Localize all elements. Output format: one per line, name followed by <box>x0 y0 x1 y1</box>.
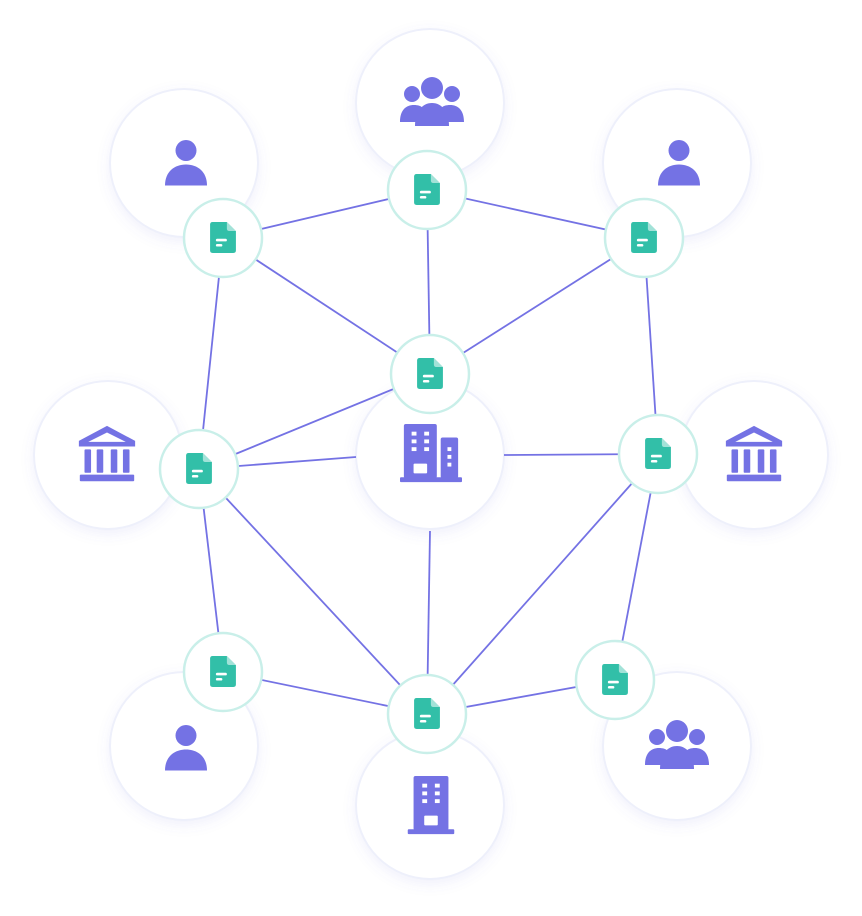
connection-line <box>198 373 431 470</box>
connection-line <box>222 237 431 375</box>
document-nodes <box>158 149 699 755</box>
entity-circle-mid-right <box>679 380 829 530</box>
entity-circle-mid-left <box>33 380 183 530</box>
connection-line <box>429 237 645 375</box>
document-node-bottom-left[interactable] <box>182 631 264 713</box>
document-node-top[interactable] <box>386 149 468 231</box>
connection-line <box>426 453 659 715</box>
document-node-center[interactable] <box>389 333 471 415</box>
document-node-bottom-right[interactable] <box>574 639 656 721</box>
document-node-bottom[interactable] <box>386 673 468 755</box>
document-node-mid-left[interactable] <box>158 428 240 510</box>
document-node-mid-right[interactable] <box>617 413 699 495</box>
connection-line <box>198 468 428 715</box>
document-node-top-left[interactable] <box>182 197 264 279</box>
document-node-top-right[interactable] <box>603 197 685 279</box>
building-icon <box>407 775 455 835</box>
